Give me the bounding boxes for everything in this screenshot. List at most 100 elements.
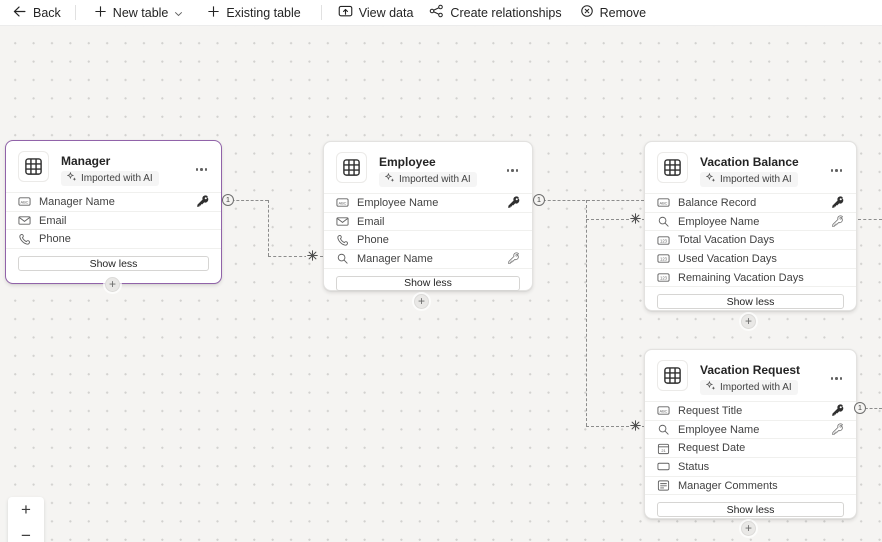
toolbar-divider	[320, 5, 322, 20]
text-field-icon: ABC	[657, 404, 670, 417]
field-name: Used Vacation Days	[678, 252, 777, 265]
badge-label: Imported with AI	[399, 174, 471, 185]
card-title: Vacation Request	[700, 363, 801, 377]
svg-text:123: 123	[660, 238, 668, 243]
table-card-manager[interactable]: Manager Imported with AI ABC Manager Nam…	[5, 140, 222, 284]
field-row[interactable]: ABC Balance Record	[645, 194, 856, 213]
field-name: Status	[678, 460, 710, 473]
table-icon	[657, 360, 688, 391]
email-icon	[18, 214, 31, 227]
field-row[interactable]: Email	[6, 212, 221, 231]
field-row[interactable]: ABC Manager Name	[6, 193, 221, 212]
field-name: Email	[39, 214, 67, 227]
sparkle-icon	[384, 172, 395, 186]
field-name: Total Vacation Days	[678, 234, 775, 247]
svg-text:ABC: ABC	[660, 201, 668, 206]
field-row[interactable]: 123 Total Vacation Days	[645, 231, 856, 251]
table-icon	[336, 152, 367, 183]
field-row[interactable]: Email	[324, 213, 532, 232]
remove-button[interactable]: Remove	[580, 4, 647, 21]
table-card-vacation-balance[interactable]: Vacation Balance Imported with AI ABC Ba…	[644, 141, 857, 311]
primary-key-icon	[831, 196, 844, 209]
create-relationships-button[interactable]: Create relationships	[429, 4, 562, 21]
sparkle-icon	[705, 380, 716, 394]
svg-text:21: 21	[661, 448, 665, 453]
field-name: Request Date	[678, 442, 746, 455]
new-table-button[interactable]: New table	[94, 5, 184, 21]
more-options-icon[interactable]	[194, 166, 210, 173]
svg-text:123: 123	[660, 257, 668, 262]
card-header: Manager Imported with AI	[6, 141, 221, 192]
table-card-employee[interactable]: Employee Imported with AI ABC Employee N…	[323, 141, 533, 291]
field-row[interactable]: Manager Name	[324, 250, 532, 269]
imported-with-ai-badge: Imported with AI	[700, 172, 798, 187]
card-header: Employee Imported with AI	[324, 142, 532, 193]
email-icon	[336, 215, 349, 228]
foreign-key-icon	[831, 423, 844, 436]
show-less-button[interactable]: Show less	[336, 275, 520, 291]
table-card-vacation-request[interactable]: Vacation Request Imported with AI ABC Re…	[644, 349, 857, 519]
field-row[interactable]: Phone	[324, 231, 532, 251]
card-header: Vacation Request Imported with AI	[645, 350, 856, 401]
show-less-button[interactable]: Show less	[657, 502, 844, 518]
badge-label: Imported with AI	[81, 173, 153, 184]
field-name: Manager Comments	[678, 479, 778, 492]
add-column-button[interactable]: +	[741, 521, 756, 536]
field-row[interactable]: Employee Name	[645, 213, 856, 232]
relationship-line	[222, 200, 268, 201]
show-less-button[interactable]: Show less	[657, 294, 844, 310]
more-options-icon[interactable]	[505, 167, 521, 174]
number-field-icon: 123	[657, 234, 670, 247]
field-row[interactable]: 123 Used Vacation Days	[645, 250, 856, 269]
cardinality-one-marker: 1	[854, 402, 866, 414]
badge-label: Imported with AI	[720, 174, 792, 185]
date-field-icon: 21	[657, 442, 670, 455]
phone-icon	[18, 233, 31, 246]
view-data-button[interactable]: View data	[338, 4, 414, 21]
primary-key-icon	[831, 404, 844, 417]
zoom-panel: + −	[8, 497, 44, 542]
add-column-button[interactable]: +	[741, 314, 756, 329]
card-title: Vacation Balance	[700, 155, 799, 169]
show-less-button[interactable]: Show less	[18, 256, 209, 272]
relationship-line	[586, 426, 644, 427]
chevron-down-icon	[174, 6, 183, 20]
choice-field-icon	[657, 460, 670, 473]
field-row[interactable]: 21 Request Date	[645, 439, 856, 459]
add-column-button[interactable]: +	[414, 294, 429, 309]
toolbar-divider	[74, 5, 76, 20]
zoom-out-button[interactable]: −	[21, 526, 31, 542]
existing-table-label: Existing table	[226, 5, 301, 20]
field-name: Manager Name	[39, 195, 115, 208]
field-row[interactable]: ABC Request Title	[645, 402, 856, 421]
text-field-icon: ABC	[18, 195, 31, 208]
lookup-icon	[657, 215, 670, 228]
relationship-line	[268, 256, 323, 257]
relationship-line	[858, 219, 882, 220]
relationship-line	[268, 200, 269, 256]
more-options-icon[interactable]	[829, 375, 845, 382]
field-name: Remaining Vacation Days	[678, 271, 804, 284]
field-row[interactable]: Phone	[6, 230, 221, 250]
back-button[interactable]: Back	[12, 5, 61, 21]
card-title: Employee	[379, 155, 436, 169]
remove-circle-x-icon	[580, 4, 594, 21]
field-row[interactable]: Manager Comments	[645, 477, 856, 496]
number-field-icon: 123	[657, 271, 670, 284]
field-row[interactable]: Employee Name	[645, 421, 856, 440]
relationship-line	[586, 219, 644, 220]
remove-label: Remove	[599, 5, 647, 20]
existing-table-button[interactable]: Existing table	[207, 5, 301, 21]
field-row[interactable]: Status	[645, 458, 856, 477]
field-row[interactable]: ABC Employee Name	[324, 194, 532, 213]
field-name: Request Title	[678, 404, 743, 417]
sparkle-icon	[705, 172, 716, 186]
view-data-label: View data	[358, 5, 414, 20]
zoom-in-button[interactable]: +	[21, 500, 31, 519]
add-column-button[interactable]: +	[105, 277, 120, 292]
new-table-label: New table	[112, 5, 169, 20]
field-name: Email	[357, 215, 385, 228]
more-options-icon[interactable]	[829, 167, 845, 174]
field-row[interactable]: 123 Remaining Vacation Days	[645, 269, 856, 288]
multiline-text-icon	[657, 479, 670, 492]
